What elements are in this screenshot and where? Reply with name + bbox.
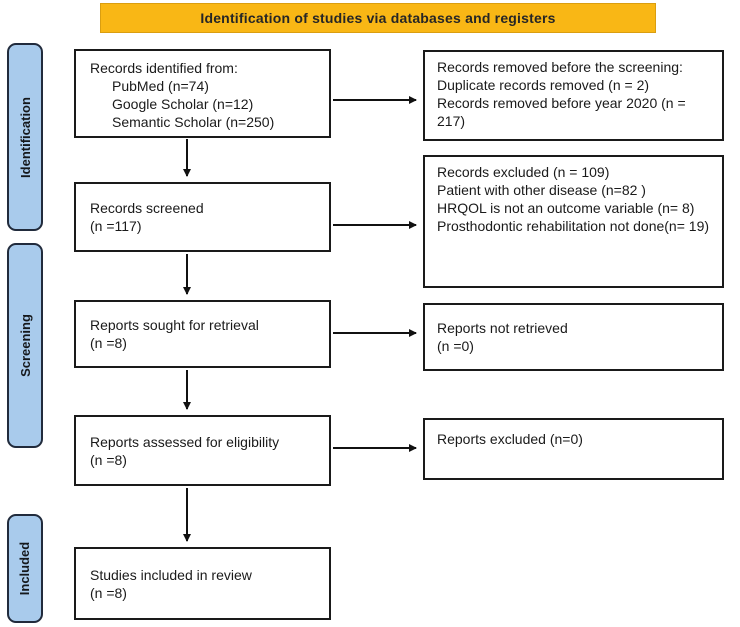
box-line: Patient with other disease (n=82 ) xyxy=(437,182,646,198)
box-line: Duplicate records removed (n = 2) xyxy=(437,77,650,93)
reports-excluded-box: Reports excluded (n=0) xyxy=(423,418,724,480)
box-line: Reports excluded (n=0) xyxy=(437,431,583,447)
stage-label-text: Included xyxy=(17,541,33,596)
stage-label-identification: Identification xyxy=(7,43,43,231)
stage-label-text: Screening xyxy=(17,314,33,377)
box-line: (n =8) xyxy=(90,451,127,468)
records-screened-box: Records screened (n =117) xyxy=(74,182,331,252)
box-line: (n =0) xyxy=(437,338,474,354)
box-line: (n =117) xyxy=(90,218,142,234)
stage-label-screening: Screening xyxy=(7,243,43,448)
box-line: Records removed before year 2020 (n = 21… xyxy=(437,95,686,129)
reports-assessed-box: Reports assessed for eligibility (n =8) xyxy=(74,415,331,486)
studies-included-box: Studies included in review (n =8) xyxy=(74,547,331,620)
stage-label-included: Included xyxy=(7,514,43,623)
box-line: Records excluded (n = 109) xyxy=(437,164,610,180)
box-line: Studies included in review xyxy=(90,566,252,583)
box-line: PubMed (n=74) xyxy=(112,78,209,94)
records-identified-box: Records identified from: PubMed (n=74) G… xyxy=(74,49,331,138)
records-removed-box: Records removed before the screening: Du… xyxy=(423,50,724,141)
box-line: Records identified from: xyxy=(90,60,238,76)
box-line: Records removed before the screening: xyxy=(437,59,683,75)
reports-not-retrieved-box: Reports not retrieved (n =0) xyxy=(423,303,724,371)
box-line: Records screened xyxy=(90,200,204,216)
box-line: Reports not retrieved xyxy=(437,320,568,336)
reports-sought-box: Reports sought for retrieval (n =8) xyxy=(74,300,331,368)
stage-label-text: Identification xyxy=(17,96,33,178)
diagram-title: Identification of studies via databases … xyxy=(200,10,556,26)
box-line: (n =8) xyxy=(90,335,127,351)
box-line: HRQOL is not an outcome variable (n= 8) xyxy=(437,200,695,216)
records-excluded-box: Records excluded (n = 109) Patient with … xyxy=(423,155,724,288)
diagram-title-banner: Identification of studies via databases … xyxy=(100,3,656,33)
box-line: Google Scholar (n=12) xyxy=(112,96,254,112)
box-line: Prosthodontic rehabilitation not done(n=… xyxy=(437,218,710,234)
box-line: Reports sought for retrieval xyxy=(90,317,259,333)
box-line: (n =8) xyxy=(90,584,127,601)
box-line: Reports assessed for eligibility xyxy=(90,433,280,450)
box-line: Semantic Scholar (n=250) xyxy=(112,114,275,130)
